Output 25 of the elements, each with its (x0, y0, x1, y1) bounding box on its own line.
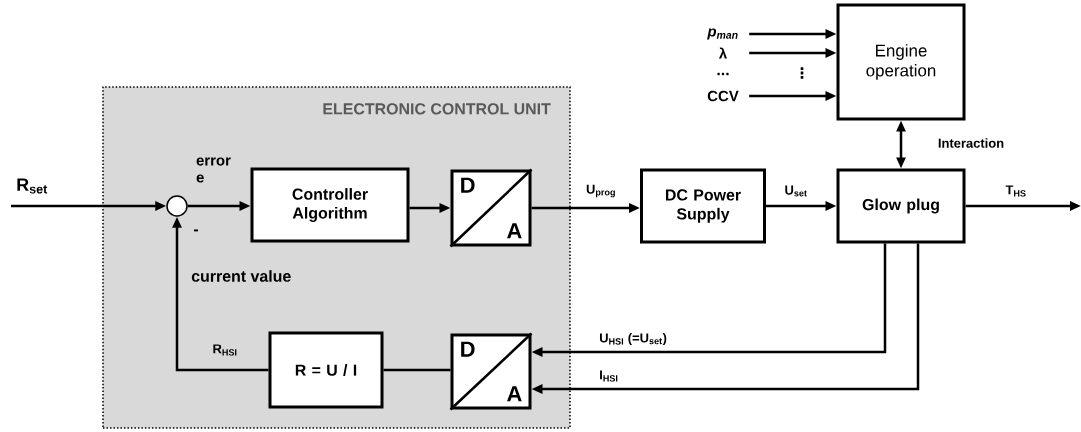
ellipsis: ... (717, 72, 729, 76)
minus-sign: - (194, 229, 198, 232)
input-label: p$_{man}$ (707, 28, 738, 40)
input-label: λ (718, 47, 727, 59)
converter-box: D A (449, 168, 533, 248)
edge-label: Interaction (938, 138, 1004, 148)
block-box: Controller Algorithm (250, 167, 410, 243)
block-box: DC Power Supply (640, 168, 766, 244)
connector-line (383, 368, 451, 372)
signal-label: current value (191, 270, 291, 282)
block-box: Engine operation (836, 3, 966, 121)
edge-label: U$_{set}$ (785, 185, 807, 197)
edge-label: R$_{set}$ (17, 178, 48, 194)
edge-label: U$_{HSI}$ (=U$_{set}$) (600, 332, 667, 346)
block-box: R = U / I (268, 331, 384, 409)
block-box: Glow plug (836, 168, 966, 244)
edge-label: error e (196, 157, 231, 183)
input-label: CCV (707, 90, 739, 102)
edge-label: I$_{HSI}$ (600, 370, 618, 382)
edge-label: U$_{prog}$ (586, 184, 615, 198)
edge-label: R$_{HSI}$ (213, 344, 237, 356)
ellipsis: ⋮ (800, 67, 804, 79)
edge-label: T$_{HS}$ (1005, 185, 1026, 197)
summing-junction (166, 195, 188, 217)
converter-box: D A (449, 332, 533, 411)
